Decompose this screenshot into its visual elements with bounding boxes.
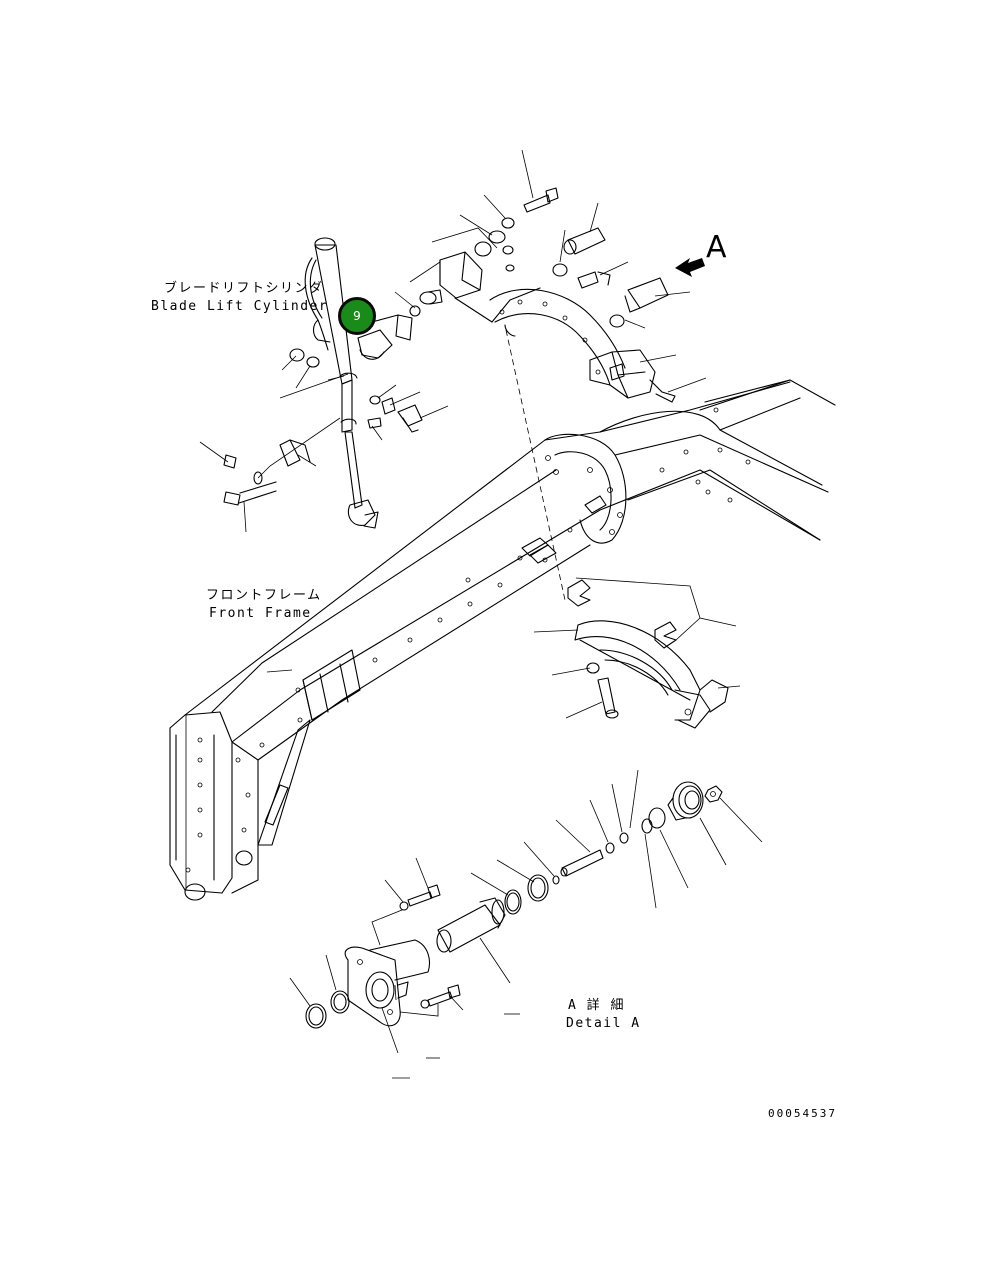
view-a-marker: A [706,230,727,265]
front-frame-en-label: Front Frame [209,606,312,621]
circle-bracket-lower [567,579,729,729]
circle-bracket-top [409,187,705,403]
front-frame [169,379,836,901]
part-callout-badge[interactable]: 9 [338,297,376,335]
part-callout-number: 9 [353,309,361,323]
blade-lift-cylinder-jp-label: ブレードリフトシリンダ [164,281,324,296]
detail-a-parts [305,781,723,1029]
blade-lift-cylinder-en-label: Blade Lift Cylinder [151,299,329,314]
front-frame-jp-label: フロントフレーム [206,588,322,603]
leader-lines [199,149,763,1079]
detail-a-en-label: Detail A [566,1016,641,1031]
drawing-number: 00054537 [768,1107,837,1120]
detail-a-jp-label: A 詳 細 [568,998,625,1013]
blade-lift-cylinder [223,237,423,529]
